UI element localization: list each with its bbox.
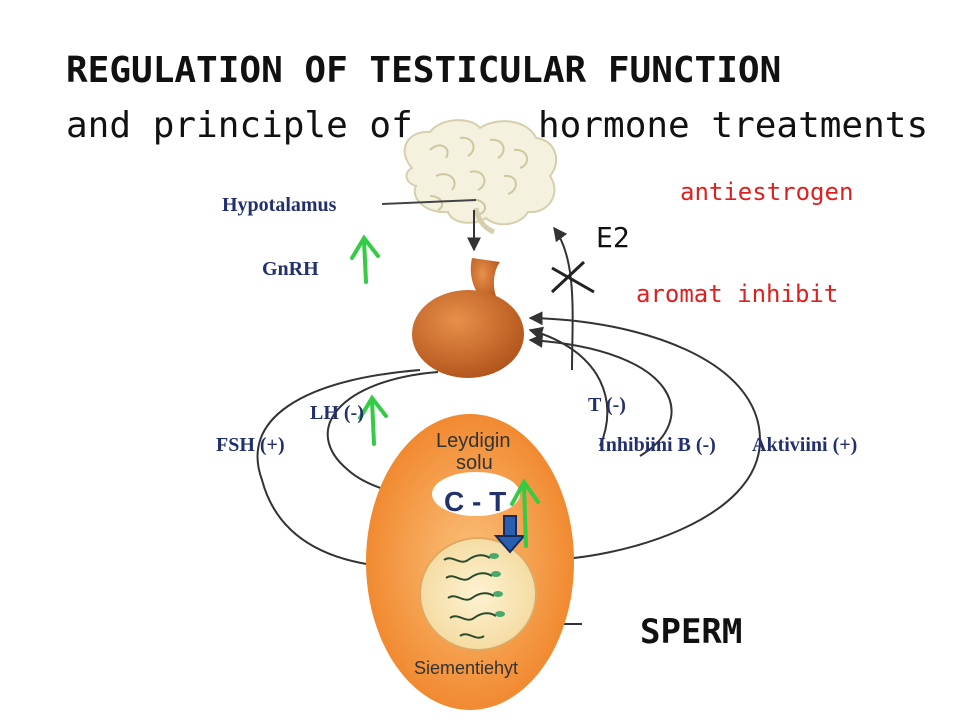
aromatase-inhibitor-note: aromat inhibit: [636, 280, 838, 308]
seminiferous-tubule-label: Siementiehyt: [414, 658, 518, 679]
hypothalamus-label: Hypotalamus: [222, 194, 336, 217]
gnrh-label: GnRH: [262, 258, 319, 281]
sperm-label: SPERM: [640, 612, 742, 652]
cholesterol-testosterone-label: C - T: [444, 486, 506, 518]
brain-illustration: [405, 120, 557, 232]
testosterone-label: T (-): [588, 394, 626, 417]
estradiol-label: E2: [596, 221, 630, 254]
activin-label: Aktiviini (+): [752, 434, 857, 457]
slide-title: REGULATION OF TESTICULAR FUNCTION: [66, 50, 781, 91]
leydig-label-line1: Leydigin: [436, 430, 511, 453]
leydig-label-line2: solu: [456, 452, 493, 475]
fsh-label: FSH (+): [216, 434, 285, 457]
slide-subtitle-right: hormone treatments: [538, 105, 928, 146]
slide-subtitle-left: and principle of: [66, 105, 413, 146]
inhibin-label: Inhibiini B (-): [598, 434, 716, 457]
pituitary-gland: [412, 258, 524, 378]
antiestrogen-note: antiestrogen: [680, 178, 853, 206]
lh-label: LH (-): [310, 402, 364, 425]
inhibition-x-mark: [552, 262, 594, 292]
